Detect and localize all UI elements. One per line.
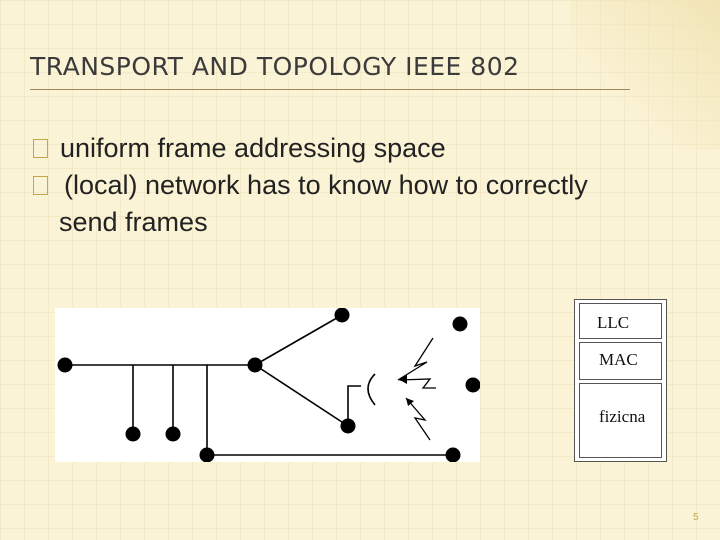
antenna-arc — [367, 373, 376, 406]
slide-title: TRANSPORT AND TOPOLOGY IEEE 802 — [30, 52, 520, 81]
bullet-list: uniform frame addressing space (local) n… — [30, 130, 710, 241]
network-topology-diagram — [55, 307, 481, 463]
branch-line — [254, 314, 343, 366]
wireless-signal-icon — [399, 378, 436, 389]
topology-drawing — [57, 307, 481, 463]
network-node — [465, 377, 481, 393]
wireless-signal-icon — [405, 397, 431, 441]
network-node — [125, 426, 141, 442]
layer-physical: fizicna — [579, 383, 662, 458]
network-node — [57, 357, 73, 373]
network-node — [340, 418, 356, 434]
page-number: 5 — [693, 512, 699, 523]
network-node — [334, 307, 350, 323]
bullet-item: uniform frame addressing space — [30, 130, 710, 167]
network-node — [199, 447, 215, 463]
corner-decoration — [570, 0, 720, 150]
branch-line — [254, 364, 349, 427]
bullet-text-line1: (local) network has to know how to corre… — [64, 170, 588, 200]
network-node — [452, 316, 468, 332]
bullet-text-line2: send frames — [59, 207, 208, 237]
layer-label: LLC — [597, 313, 630, 332]
title-underline — [30, 89, 630, 90]
network-node — [247, 357, 263, 373]
layer-label: MAC — [599, 350, 638, 369]
layer-llc: LLC — [579, 303, 662, 339]
layer-label: fizicna — [599, 407, 646, 426]
arrow-head-icon — [406, 398, 414, 406]
network-node — [165, 426, 181, 442]
bullet-box-icon — [33, 139, 48, 158]
bullet-text: uniform frame addressing space — [60, 133, 446, 163]
antenna-line — [347, 385, 361, 426]
layer-mac: MAC — [579, 342, 662, 380]
bullet-box-icon — [33, 176, 48, 195]
network-node — [445, 447, 461, 463]
arrow-head-icon — [400, 375, 407, 384]
wireless-signal-icon — [397, 337, 434, 381]
bullet-item: (local) network has to know how to corre… — [30, 167, 710, 241]
protocol-stack-diagram: LLC MAC fizicna — [574, 299, 667, 462]
